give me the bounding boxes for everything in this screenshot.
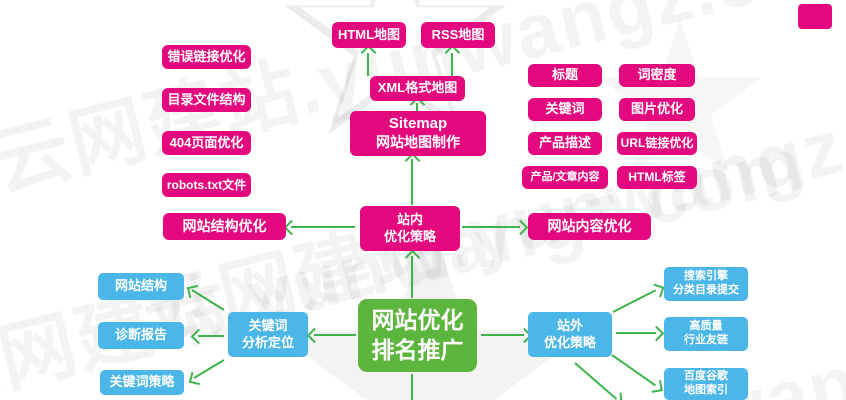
node-word-density: 词密度 (619, 64, 695, 87)
node-site-structure-opt: 网站结构优化 (163, 213, 286, 240)
connector-hub-to-diagnosis (198, 335, 224, 337)
node-image-opt: 图片优化 (619, 98, 695, 121)
connector-onsite-to-content (462, 226, 520, 228)
connector-xml-to-htmlmap (367, 53, 369, 76)
node-keywords: 关键词 (528, 98, 602, 121)
node-offsite-strategy-hub: 站外 优化策略 (528, 312, 612, 357)
node-search-directory-submit: 搜索引擎 分类目录提交 (664, 267, 748, 301)
node-xml-map: XML格式地图 (370, 76, 465, 101)
node-quality-industry-links: 高质量 行业友链 (664, 317, 748, 351)
arrowhead-up-right (650, 283, 665, 298)
node-html-tags: HTML标签 (617, 166, 697, 189)
node-product-desc: 产品描述 (528, 132, 602, 155)
center-line2: 排名推广 (371, 336, 464, 363)
arrowhead-down-left (188, 371, 203, 386)
node-diagnosis-report: 诊断报告 (98, 322, 184, 349)
node-html-map: HTML地图 (332, 22, 406, 48)
keyword-hub-line2: 分析定位 (241, 334, 294, 350)
node-site-content-opt: 网站内容优化 (528, 213, 651, 240)
sitemap-line1: Sitemap (388, 115, 448, 133)
connector-onsite-to-sitemap (411, 159, 413, 205)
node-onsite-strategy: 站内 优化策略 (360, 206, 460, 251)
node-baidu-google-map-index: 百度谷歌 地图索引 (664, 368, 748, 400)
connector-onsite-to-structure (291, 226, 355, 228)
node-url-opt: URL链接优化 (617, 132, 697, 155)
corner-brand-mark (798, 4, 832, 29)
arrowhead-right (648, 325, 665, 342)
connector-offsite-to-links (616, 332, 656, 334)
onsite-line2: 优化策略 (383, 228, 436, 244)
node-site-structure: 网站结构 (98, 273, 184, 300)
sitemap-line2: 网站地图制作 (376, 134, 460, 151)
offsite-line2: 优化策略 (543, 334, 596, 350)
connector-center-to-keyword-hub (314, 334, 356, 336)
connector-center-down (411, 374, 413, 400)
connector-xml-to-rssmap (451, 53, 453, 76)
keyword-hub-line1: 关键词 (248, 318, 288, 334)
node-error-links: 错误链接优化 (162, 45, 251, 69)
offsite-line1: 站外 (556, 318, 583, 334)
arrowhead-down-right (610, 392, 623, 400)
node-keyword-strategy: 关键词策略 (100, 370, 184, 395)
node-robots-file: robots.txt文件 (162, 173, 251, 197)
node-rss-map: RSS地图 (421, 22, 495, 48)
node-keyword-analysis-hub: 关键词 分析定位 (228, 312, 308, 357)
node-404-page: 404页面优化 (162, 131, 251, 155)
node-product-content: 产品/文章内容 (522, 166, 608, 189)
connector-center-to-offsite (481, 334, 524, 336)
center-line1: 网站优化 (371, 306, 464, 333)
node-directory-structure: 目录文件结构 (162, 88, 251, 112)
node-sitemap: Sitemap 网站地图制作 (350, 111, 486, 156)
arrowhead-down-right (650, 380, 663, 393)
connector-sitemap-to-xml (416, 103, 418, 111)
node-center-root: 网站优化 排名推广 (358, 299, 477, 372)
node-title: 标题 (528, 64, 602, 87)
onsite-line1: 站内 (396, 212, 423, 228)
connector-center-to-onsite (411, 256, 413, 298)
